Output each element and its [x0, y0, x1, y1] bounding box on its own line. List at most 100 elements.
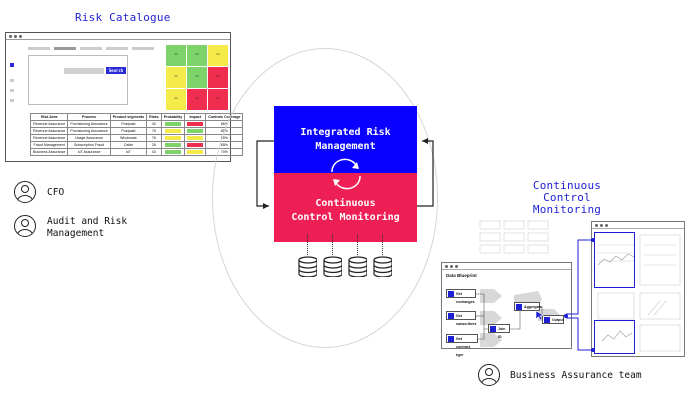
- level-bar: [187, 150, 204, 155]
- cell-impact: [184, 134, 207, 142]
- cell-risks: 43: [146, 148, 162, 156]
- highlighted-chart-frame: [594, 232, 635, 288]
- database-icon: [323, 256, 342, 277]
- tab[interactable]: [132, 47, 154, 50]
- table-header: Probability: [160, 113, 186, 121]
- node-label: Get contract type: [456, 337, 471, 357]
- risk-catalogue-title: Risk Catalogue: [75, 11, 171, 24]
- cell-probability: [160, 120, 186, 128]
- heatmap-cell[interactable]: xx: [166, 45, 186, 66]
- cell-segment: Cable: [109, 141, 148, 149]
- integrated-risk-management-box: Integrated Risk Management: [274, 106, 417, 173]
- cell-segment: IoT: [109, 148, 148, 156]
- cfo-label: CFO: [47, 187, 65, 198]
- tab[interactable]: [106, 47, 128, 50]
- window-dot-icon: [595, 224, 598, 227]
- tab-active[interactable]: [54, 47, 76, 50]
- rail-icon[interactable]: [10, 99, 14, 102]
- level-bar: [164, 122, 181, 127]
- window-dot-icon: [19, 35, 22, 38]
- dotted-connector: [332, 235, 333, 255]
- rail-icon[interactable]: [10, 63, 14, 67]
- heatmap-cell[interactable]: xx: [208, 45, 228, 66]
- table-header: Product segments: [109, 113, 148, 121]
- level-bar: [187, 122, 204, 127]
- blueprint-node[interactable]: Get subscribers: [446, 311, 476, 326]
- cell-risk-area: Business Assurance: [29, 148, 69, 156]
- window-dot-icon: [14, 35, 17, 38]
- node-icon: [448, 291, 454, 297]
- audit-risk-label-line2: Management: [47, 228, 105, 239]
- window-dot-icon: [605, 224, 608, 227]
- node-label: Aggregate: [524, 305, 542, 309]
- cell-probability: [160, 127, 186, 135]
- level-bar: [164, 129, 181, 134]
- rail-icon[interactable]: [10, 79, 14, 82]
- level-bar: [164, 143, 181, 148]
- window-dot-icon: [600, 224, 603, 227]
- blueprint-to-dashboard-connectors: [564, 238, 595, 352]
- table-header: Impact: [184, 113, 207, 121]
- tab[interactable]: [80, 47, 102, 50]
- table-header: Process: [67, 113, 111, 121]
- heatmap-cell[interactable]: xx: [187, 67, 207, 88]
- business-assurance-team-label: Business Assurance team: [510, 370, 642, 381]
- cell-risks: 76: [146, 134, 162, 142]
- level-bar: [164, 136, 181, 141]
- irm-line2: Management: [315, 141, 376, 152]
- blueprint-node[interactable]: Join ID: [488, 324, 510, 339]
- cell-risk-area: Revenue Assurance: [29, 127, 69, 135]
- heatmap-cell[interactable]: xx: [208, 67, 228, 88]
- cell-process: IoT Assurance: [67, 148, 111, 156]
- node-icon: [490, 326, 496, 332]
- heatmap-cell[interactable]: xx: [208, 89, 228, 110]
- cell-risk-area: Revenue Assurance: [29, 120, 69, 128]
- center-circle: [212, 48, 438, 348]
- cell-probability: [160, 134, 186, 142]
- blueprint-node[interactable]: Aggregate: [514, 302, 542, 311]
- tab[interactable]: [28, 47, 50, 50]
- blueprint-node[interactable]: Output: [542, 315, 564, 324]
- dotted-connector: [382, 235, 383, 255]
- refresh-cycle-icon: [331, 158, 361, 190]
- blueprint-node[interactable]: Get contract type: [446, 334, 478, 357]
- rail-icon[interactable]: [10, 89, 14, 92]
- table-header: Risks: [146, 113, 162, 121]
- node-icon: [448, 336, 454, 342]
- search-button[interactable]: Search 🔍︎: [106, 67, 126, 80]
- cell-process: Usage Assurance: [67, 134, 111, 142]
- continuous-control-monitoring-box: Continuous Control Monitoring: [274, 173, 417, 242]
- ccm-title-line1: Continuous Control: [532, 179, 602, 204]
- heatmap-cell[interactable]: xx: [187, 45, 207, 66]
- level-bar: [187, 143, 204, 148]
- dotted-connector: [357, 235, 358, 255]
- cell-impact: [184, 141, 207, 149]
- cell-segment: Postpaid: [109, 127, 148, 135]
- cell-impact: [184, 148, 207, 156]
- cell-impact: [184, 127, 207, 135]
- node-label: Join ID: [498, 327, 506, 339]
- node-label: Get subscribers: [456, 314, 477, 326]
- heatmap-cell[interactable]: xx: [187, 89, 207, 110]
- search-input[interactable]: [64, 68, 104, 74]
- heatmap-cell[interactable]: xx: [166, 89, 186, 110]
- heatmap-cell[interactable]: xx: [166, 67, 186, 88]
- audit-risk-label: Audit and Risk Management: [47, 216, 127, 240]
- ccm-title: Continuous Control Monitoring: [512, 180, 622, 216]
- dashboard-charts: [597, 234, 681, 352]
- blueprint-node[interactable]: Get exchanges: [446, 289, 476, 304]
- search-button-label: Search: [108, 68, 124, 73]
- cell-process: Provisioning Assurance: [67, 127, 111, 135]
- cell-process: Provisioning Assurance: [67, 120, 111, 128]
- level-bar: [187, 129, 204, 134]
- ccm-title-line2: Monitoring: [532, 203, 602, 216]
- node-icon: [544, 317, 550, 323]
- node-label: Output: [552, 318, 564, 322]
- node-icon: [516, 304, 522, 310]
- risk-table: Risk Area Process Product segments Risks…: [29, 113, 244, 156]
